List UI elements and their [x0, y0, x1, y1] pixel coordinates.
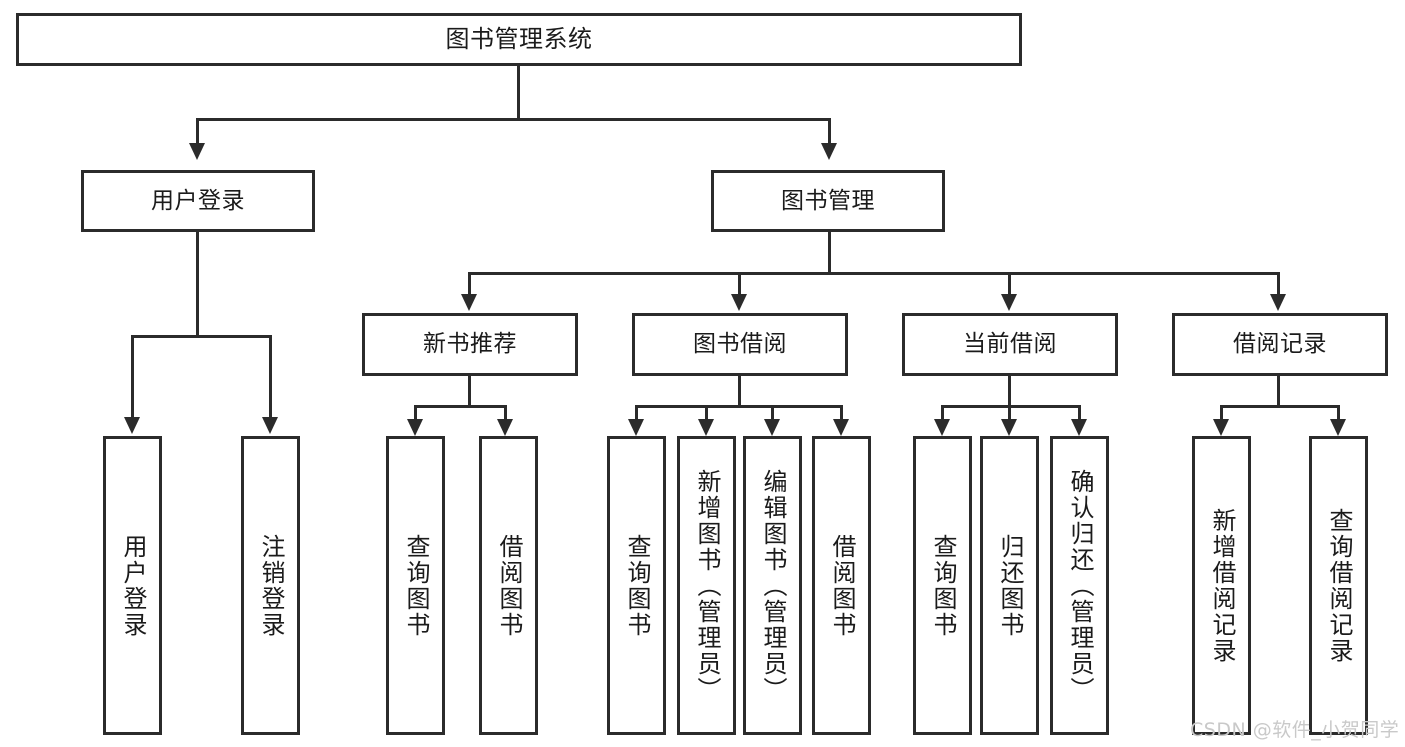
connector-root-bus	[196, 118, 831, 121]
node-label: 查询图书	[622, 533, 651, 638]
node-borrow-record[interactable]: 借阅记录	[1172, 313, 1388, 376]
arrow-bm-to-new-book	[461, 294, 477, 311]
arrow-book-borrow-to-leaf-2	[698, 419, 714, 436]
arrow-book-borrow-to-leaf-3	[764, 419, 780, 436]
arrow-root-to-user-login	[189, 143, 205, 160]
leaf-book-borrow-edit-book-admin[interactable]: 编辑图书（管理员）	[743, 436, 802, 735]
node-user-login[interactable]: 用户登录	[81, 170, 315, 232]
leaf-user-login[interactable]: 用户登录	[103, 436, 162, 735]
arrow-root-to-book-management	[821, 143, 837, 160]
leaf-current-borrow-confirm-return-admin[interactable]: 确认归还（管理员）	[1050, 436, 1109, 735]
leaf-book-borrow-add-book-admin[interactable]: 新增图书（管理员）	[677, 436, 736, 735]
connector-root-to-book-management	[828, 118, 831, 143]
connector-book-borrow-to-leaf-3	[771, 405, 774, 419]
connector-book-borrow-bus	[635, 405, 843, 408]
connector-book-borrow-stem	[738, 376, 741, 405]
node-label: 编辑图书（管理员）	[758, 468, 787, 703]
connector-current-borrow-bus	[941, 405, 1081, 408]
arrow-current-borrow-to-leaf-1	[934, 419, 950, 436]
node-label: 借阅图书	[827, 533, 856, 638]
connector-current-borrow-to-leaf-2	[1008, 405, 1011, 419]
connector-new-book-stem	[468, 376, 471, 405]
arrow-borrow-record-to-leaf-1	[1213, 419, 1229, 436]
connector-user-login-stem	[196, 232, 199, 335]
connector-current-borrow-to-leaf-1	[941, 405, 944, 419]
connector-bm-to-book-borrow	[738, 272, 741, 294]
connector-bm-to-new-book	[468, 272, 471, 294]
arrow-user-login-to-leaf-2	[262, 417, 278, 434]
node-label: 查询图书	[928, 533, 957, 638]
leaf-current-borrow-query-book[interactable]: 查询图书	[913, 436, 972, 735]
node-label: 新增图书（管理员）	[692, 468, 721, 703]
connector-user-login-to-leaf-2	[269, 335, 272, 417]
connector-borrow-record-stem	[1277, 376, 1280, 405]
connector-borrow-record-bus	[1220, 405, 1340, 408]
node-label: 用户登录	[118, 533, 147, 638]
arrow-current-borrow-to-leaf-2	[1001, 419, 1017, 436]
node-label: 新书推荐	[423, 331, 517, 358]
connector-current-borrow-stem	[1008, 376, 1011, 405]
arrow-new-book-to-leaf-2	[497, 419, 513, 436]
node-label: 图书管理	[781, 187, 875, 214]
node-label: 借阅图书	[494, 533, 523, 638]
connector-book-borrow-to-leaf-4	[840, 405, 843, 419]
node-label: 当前借阅	[963, 331, 1057, 358]
node-label: 用户登录	[151, 187, 245, 214]
connector-borrow-record-to-leaf-1	[1220, 405, 1223, 419]
connector-new-book-to-leaf-2	[504, 405, 507, 419]
connector-root-to-user-login	[196, 118, 199, 143]
arrow-bm-to-book-borrow	[731, 294, 747, 311]
node-current-borrow[interactable]: 当前借阅	[902, 313, 1118, 376]
node-label: 注销登录	[256, 533, 285, 638]
connector-bm-to-borrow-record	[1277, 272, 1280, 294]
connector-new-book-bus	[414, 405, 507, 408]
node-label: 图书借阅	[693, 331, 787, 358]
arrow-book-borrow-to-leaf-4	[833, 419, 849, 436]
arrow-user-login-to-leaf-1	[124, 417, 140, 434]
node-book-management[interactable]: 图书管理	[711, 170, 945, 232]
node-label: 图书管理系统	[445, 24, 593, 53]
arrow-new-book-to-leaf-1	[407, 419, 423, 436]
arrow-borrow-record-to-leaf-2	[1330, 419, 1346, 436]
arrow-bm-to-borrow-record	[1270, 294, 1286, 311]
connector-book-borrow-to-leaf-2	[705, 405, 708, 419]
arrow-current-borrow-to-leaf-3	[1071, 419, 1087, 436]
arrow-book-borrow-to-leaf-1	[628, 419, 644, 436]
node-label: 新增借阅记录	[1207, 507, 1236, 664]
connector-current-borrow-to-leaf-3	[1078, 405, 1081, 419]
connector-book-borrow-to-leaf-1	[635, 405, 638, 419]
leaf-book-borrow-query-book[interactable]: 查询图书	[607, 436, 666, 735]
node-new-book-recommend[interactable]: 新书推荐	[362, 313, 578, 376]
connector-new-book-to-leaf-1	[414, 405, 417, 419]
node-label: 查询借阅记录	[1324, 507, 1353, 664]
leaf-new-book-borrow-book[interactable]: 借阅图书	[479, 436, 538, 735]
leaf-new-book-query-book[interactable]: 查询图书	[386, 436, 445, 735]
node-root-book-management-system[interactable]: 图书管理系统	[16, 13, 1022, 66]
node-label: 确认归还（管理员）	[1065, 468, 1094, 703]
connector-book-management-stem	[828, 232, 831, 272]
connector-bm-to-current-borrow	[1008, 272, 1011, 294]
arrow-bm-to-current-borrow	[1001, 294, 1017, 311]
leaf-borrow-record-query-record[interactable]: 查询借阅记录	[1309, 436, 1368, 735]
node-book-borrow[interactable]: 图书借阅	[632, 313, 848, 376]
leaf-borrow-record-add-record[interactable]: 新增借阅记录	[1192, 436, 1251, 735]
node-label: 查询图书	[401, 533, 430, 638]
connector-borrow-record-to-leaf-2	[1337, 405, 1340, 419]
connector-user-login-to-leaf-1	[131, 335, 134, 417]
leaf-logout-login[interactable]: 注销登录	[241, 436, 300, 735]
leaf-current-borrow-return-book[interactable]: 归还图书	[980, 436, 1039, 735]
csdn-watermark: CSDN @软件_小贺同学	[1190, 719, 1400, 741]
leaf-book-borrow-borrow-book[interactable]: 借阅图书	[812, 436, 871, 735]
connector-root-stem	[517, 66, 520, 118]
node-label: 归还图书	[995, 533, 1024, 638]
connector-book-management-bus	[468, 272, 1280, 275]
node-label: 借阅记录	[1233, 331, 1327, 358]
connector-user-login-bus	[131, 335, 272, 338]
